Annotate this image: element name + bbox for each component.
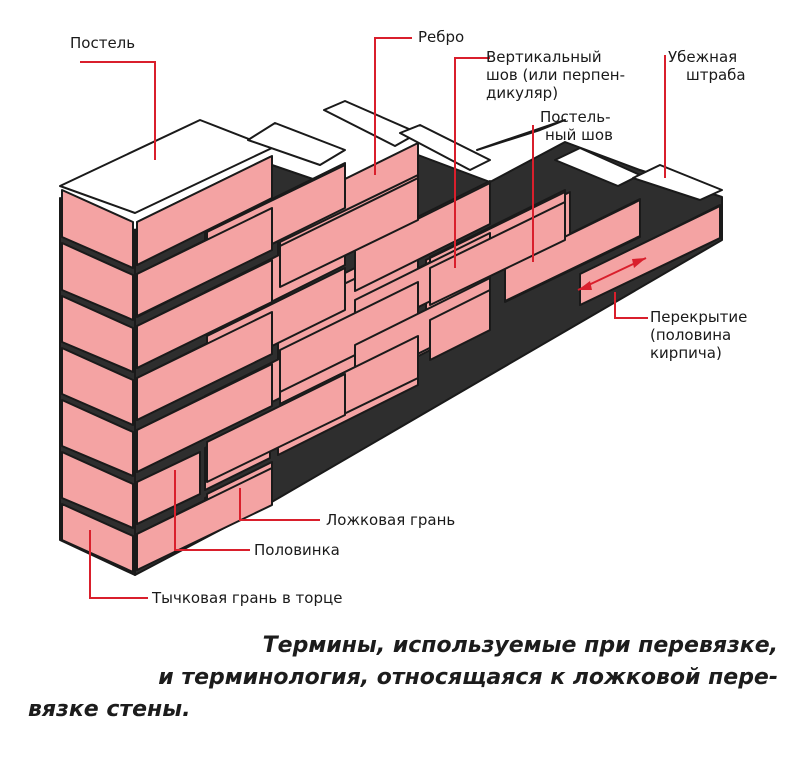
figure-caption: Термины, используемые при перевязке, и т… [28, 630, 778, 726]
label-stretcher-face: Ложковая грань [326, 511, 455, 529]
label-bed-joint-1: Постель- [540, 108, 611, 126]
header-faces [61, 189, 134, 573]
caption-line-1: Термины, используемые при перевязке, [262, 633, 778, 658]
leader-overlap [614, 292, 648, 319]
label-bed-joint-2: ный шов [545, 126, 613, 144]
label-stepped-recess-2: штраба [686, 66, 746, 84]
label-postel: Постель [70, 34, 135, 52]
leader-lines [80, 37, 666, 599]
label-header-face: Тычковая грань в торце [151, 589, 342, 607]
leader-half-brick [174, 470, 250, 551]
caption-line-2: и терминология, относящаяся к ложковой п… [158, 665, 778, 690]
leader-vertical-seam [454, 57, 490, 268]
label-vertical-seam-1: Вертикальный [486, 48, 602, 66]
label-vertical-seam-3: дикуляр) [486, 84, 558, 102]
label-stepped-recess-1: Убежная [668, 48, 737, 66]
label-overlap-3: кирпича) [650, 344, 722, 362]
leader-rebro [374, 37, 412, 175]
labels: Постель Ребро Вертикальный шов (или перп… [70, 28, 747, 607]
label-rebro: Ребро [418, 28, 464, 46]
leader-stretcher-face [239, 488, 320, 521]
wall-top-beds [59, 100, 723, 214]
label-overlap-2: (половина [650, 326, 731, 344]
overlap-arrowheads [578, 258, 646, 290]
leader-postel [80, 61, 156, 160]
leader-header-face [89, 530, 148, 599]
caption-line-3: вязке стены. [28, 697, 191, 722]
label-vertical-seam-2: шов (или перпен- [486, 66, 625, 84]
label-half-brick: Половинка [254, 541, 340, 559]
label-overlap-1: Перекрытие [650, 308, 747, 326]
front-bond-faces [136, 155, 721, 571]
